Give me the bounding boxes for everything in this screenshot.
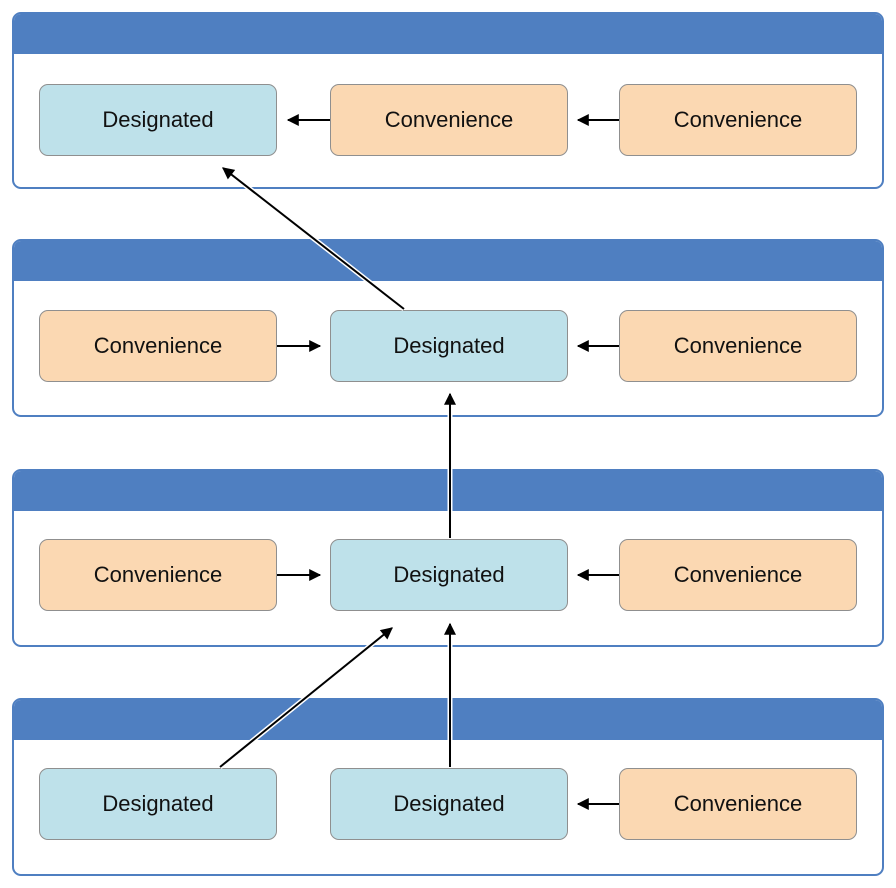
class-panel-4-header (14, 700, 882, 740)
convenience-initializer-node: Convenience (619, 310, 857, 382)
class-panel-2-header (14, 241, 882, 281)
designated-initializer-node: Designated (330, 539, 568, 611)
convenience-initializer-node: Convenience (39, 310, 277, 382)
convenience-initializer-node: Convenience (619, 539, 857, 611)
designated-initializer-node: Designated (330, 310, 568, 382)
convenience-initializer-node: Convenience (330, 84, 568, 156)
designated-initializer-node: Designated (330, 768, 568, 840)
convenience-initializer-node: Convenience (619, 768, 857, 840)
class-panel-1-header (14, 14, 882, 54)
class-panel-3-header (14, 471, 882, 511)
designated-initializer-node: Designated (39, 84, 277, 156)
convenience-initializer-node: Convenience (39, 539, 277, 611)
designated-initializer-node: Designated (39, 768, 277, 840)
convenience-initializer-node: Convenience (619, 84, 857, 156)
